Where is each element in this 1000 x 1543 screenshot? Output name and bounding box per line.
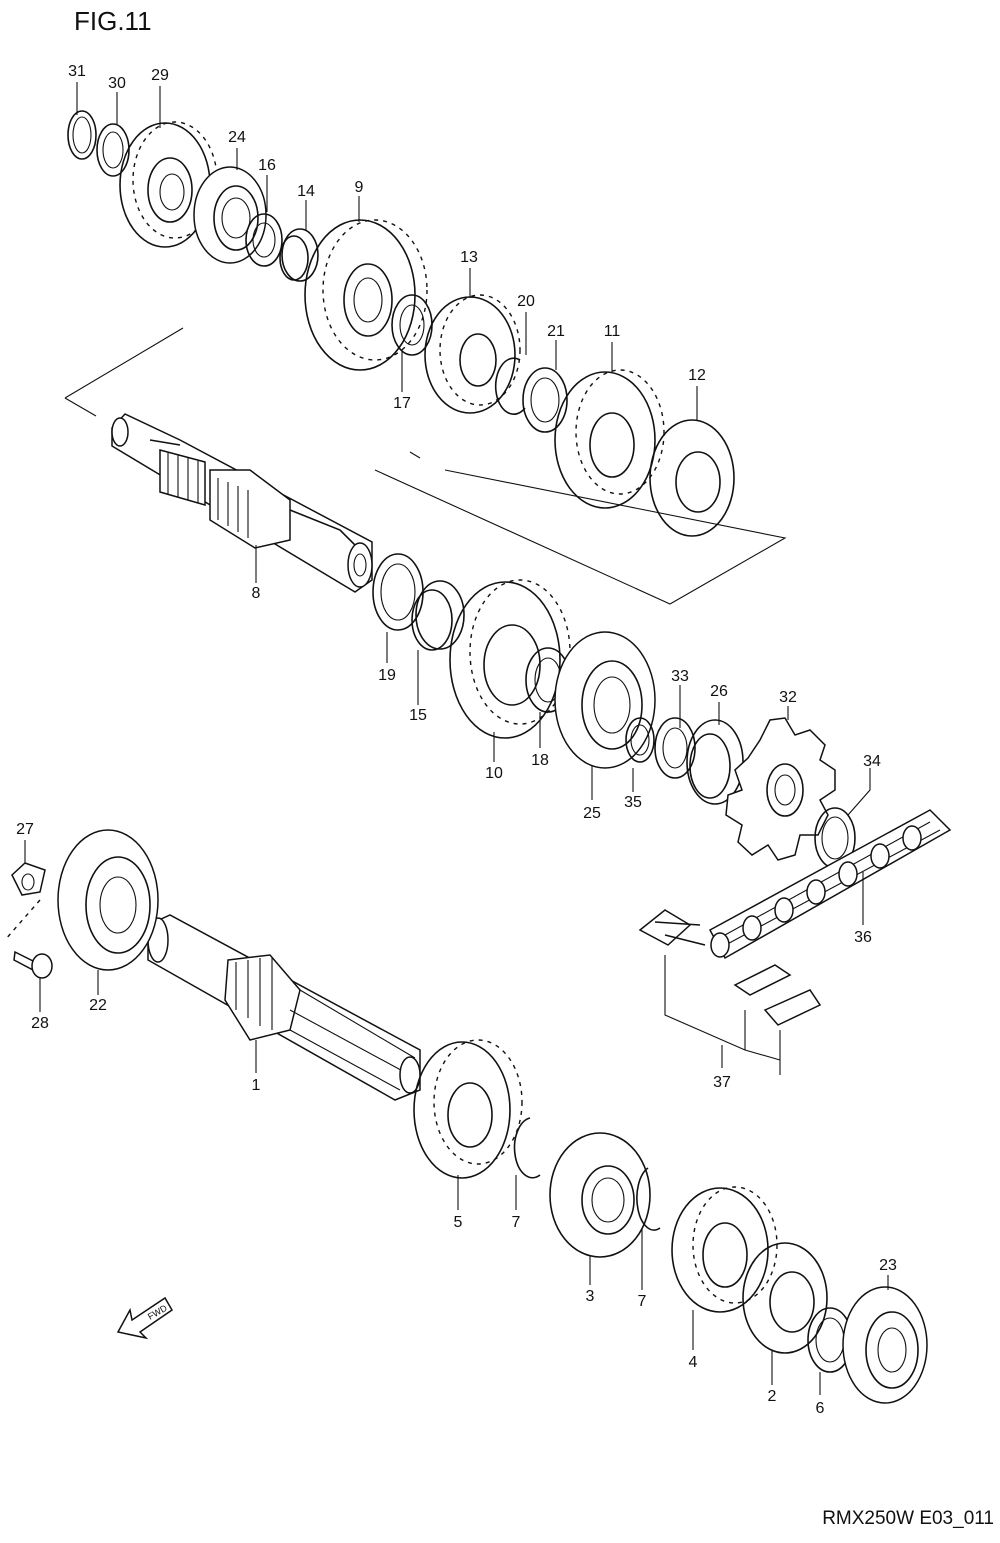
part-number-label: 9 <box>355 179 364 196</box>
washer <box>654 717 696 779</box>
snap-ring <box>513 1117 541 1179</box>
part-number-label: 36 <box>854 929 872 946</box>
figure-title: FIG.11 <box>74 6 152 36</box>
part-number-label: 1 <box>252 1077 261 1094</box>
fwd-arrow-icon: FWD <box>116 1296 173 1340</box>
part-number-label: 19 <box>378 667 396 684</box>
bushing <box>411 580 465 651</box>
part-number-label: 7 <box>638 1293 647 1310</box>
part-number-label: 29 <box>151 67 169 84</box>
part-number-label: 6 <box>816 1400 825 1417</box>
bearing-retainer <box>4 862 46 941</box>
part-number-label: 23 <box>879 1257 897 1274</box>
oil-seal <box>686 719 744 805</box>
gear <box>424 294 521 414</box>
gear <box>549 1132 651 1258</box>
part-number-label: 10 <box>485 765 503 782</box>
snap-ring <box>494 357 526 415</box>
part-number-label: 13 <box>460 249 478 266</box>
part-number-label: 2 <box>768 1388 777 1405</box>
part-number-label: 27 <box>16 821 34 838</box>
part-number-label: 35 <box>624 794 642 811</box>
part-number-label: 4 <box>689 1354 698 1371</box>
gear <box>449 579 571 739</box>
part-number-label: 31 <box>68 63 86 80</box>
bearing <box>842 1286 928 1404</box>
part-number-label: 30 <box>108 75 126 92</box>
snap-ring <box>636 1167 661 1231</box>
circlip <box>67 110 97 160</box>
part-number-label: 33 <box>671 668 689 685</box>
washer <box>522 367 568 433</box>
washer <box>245 213 283 267</box>
part-number-label: 28 <box>31 1015 49 1032</box>
part-number-label: 3 <box>586 1288 595 1305</box>
part-number-label: 8 <box>252 585 261 602</box>
part-number-label: 16 <box>258 157 276 174</box>
part-number-label: 24 <box>228 129 246 146</box>
bushing <box>279 228 319 282</box>
countershaft-group-outline <box>64 327 787 605</box>
bearing <box>193 166 267 264</box>
bearing <box>57 829 159 971</box>
part-number-label: 12 <box>688 367 706 384</box>
part-number-label: 7 <box>512 1214 521 1231</box>
drive-chain <box>708 809 952 960</box>
part-number-label: 17 <box>393 395 411 412</box>
part-number-label: 21 <box>547 323 565 340</box>
part-number-label: 18 <box>531 752 549 769</box>
gear <box>554 369 665 509</box>
leader-lines <box>24 82 889 1395</box>
part-number-label: 34 <box>863 753 881 770</box>
chain-joint <box>638 909 822 1075</box>
countershaft <box>111 413 373 593</box>
engine-sprocket <box>725 717 836 861</box>
washer <box>96 123 130 177</box>
gear <box>649 419 735 537</box>
gear <box>742 1242 828 1354</box>
gear <box>671 1186 778 1313</box>
screw <box>13 950 53 979</box>
gear <box>413 1039 523 1179</box>
part-number-label: 15 <box>409 707 427 724</box>
part-number-label: 20 <box>517 293 535 310</box>
part-number-label: 11 <box>604 323 621 340</box>
part-number-label: 37 <box>713 1074 731 1091</box>
part-number-label: 32 <box>779 689 797 706</box>
part-number-label: 25 <box>583 805 601 822</box>
part-numbers: 31 30 29 24 16 14 9 13 20 21 11 17 12 8 … <box>16 63 897 1417</box>
mainshaft <box>147 914 421 1101</box>
part-number-label: 22 <box>89 997 107 1014</box>
part-number-label: 5 <box>454 1214 463 1231</box>
part-number-label: 26 <box>710 683 728 700</box>
o-ring <box>625 717 655 763</box>
bearing <box>554 631 656 769</box>
figure-code: RMX250W E03_011 <box>822 1508 994 1529</box>
part-number-label: 14 <box>297 183 315 200</box>
